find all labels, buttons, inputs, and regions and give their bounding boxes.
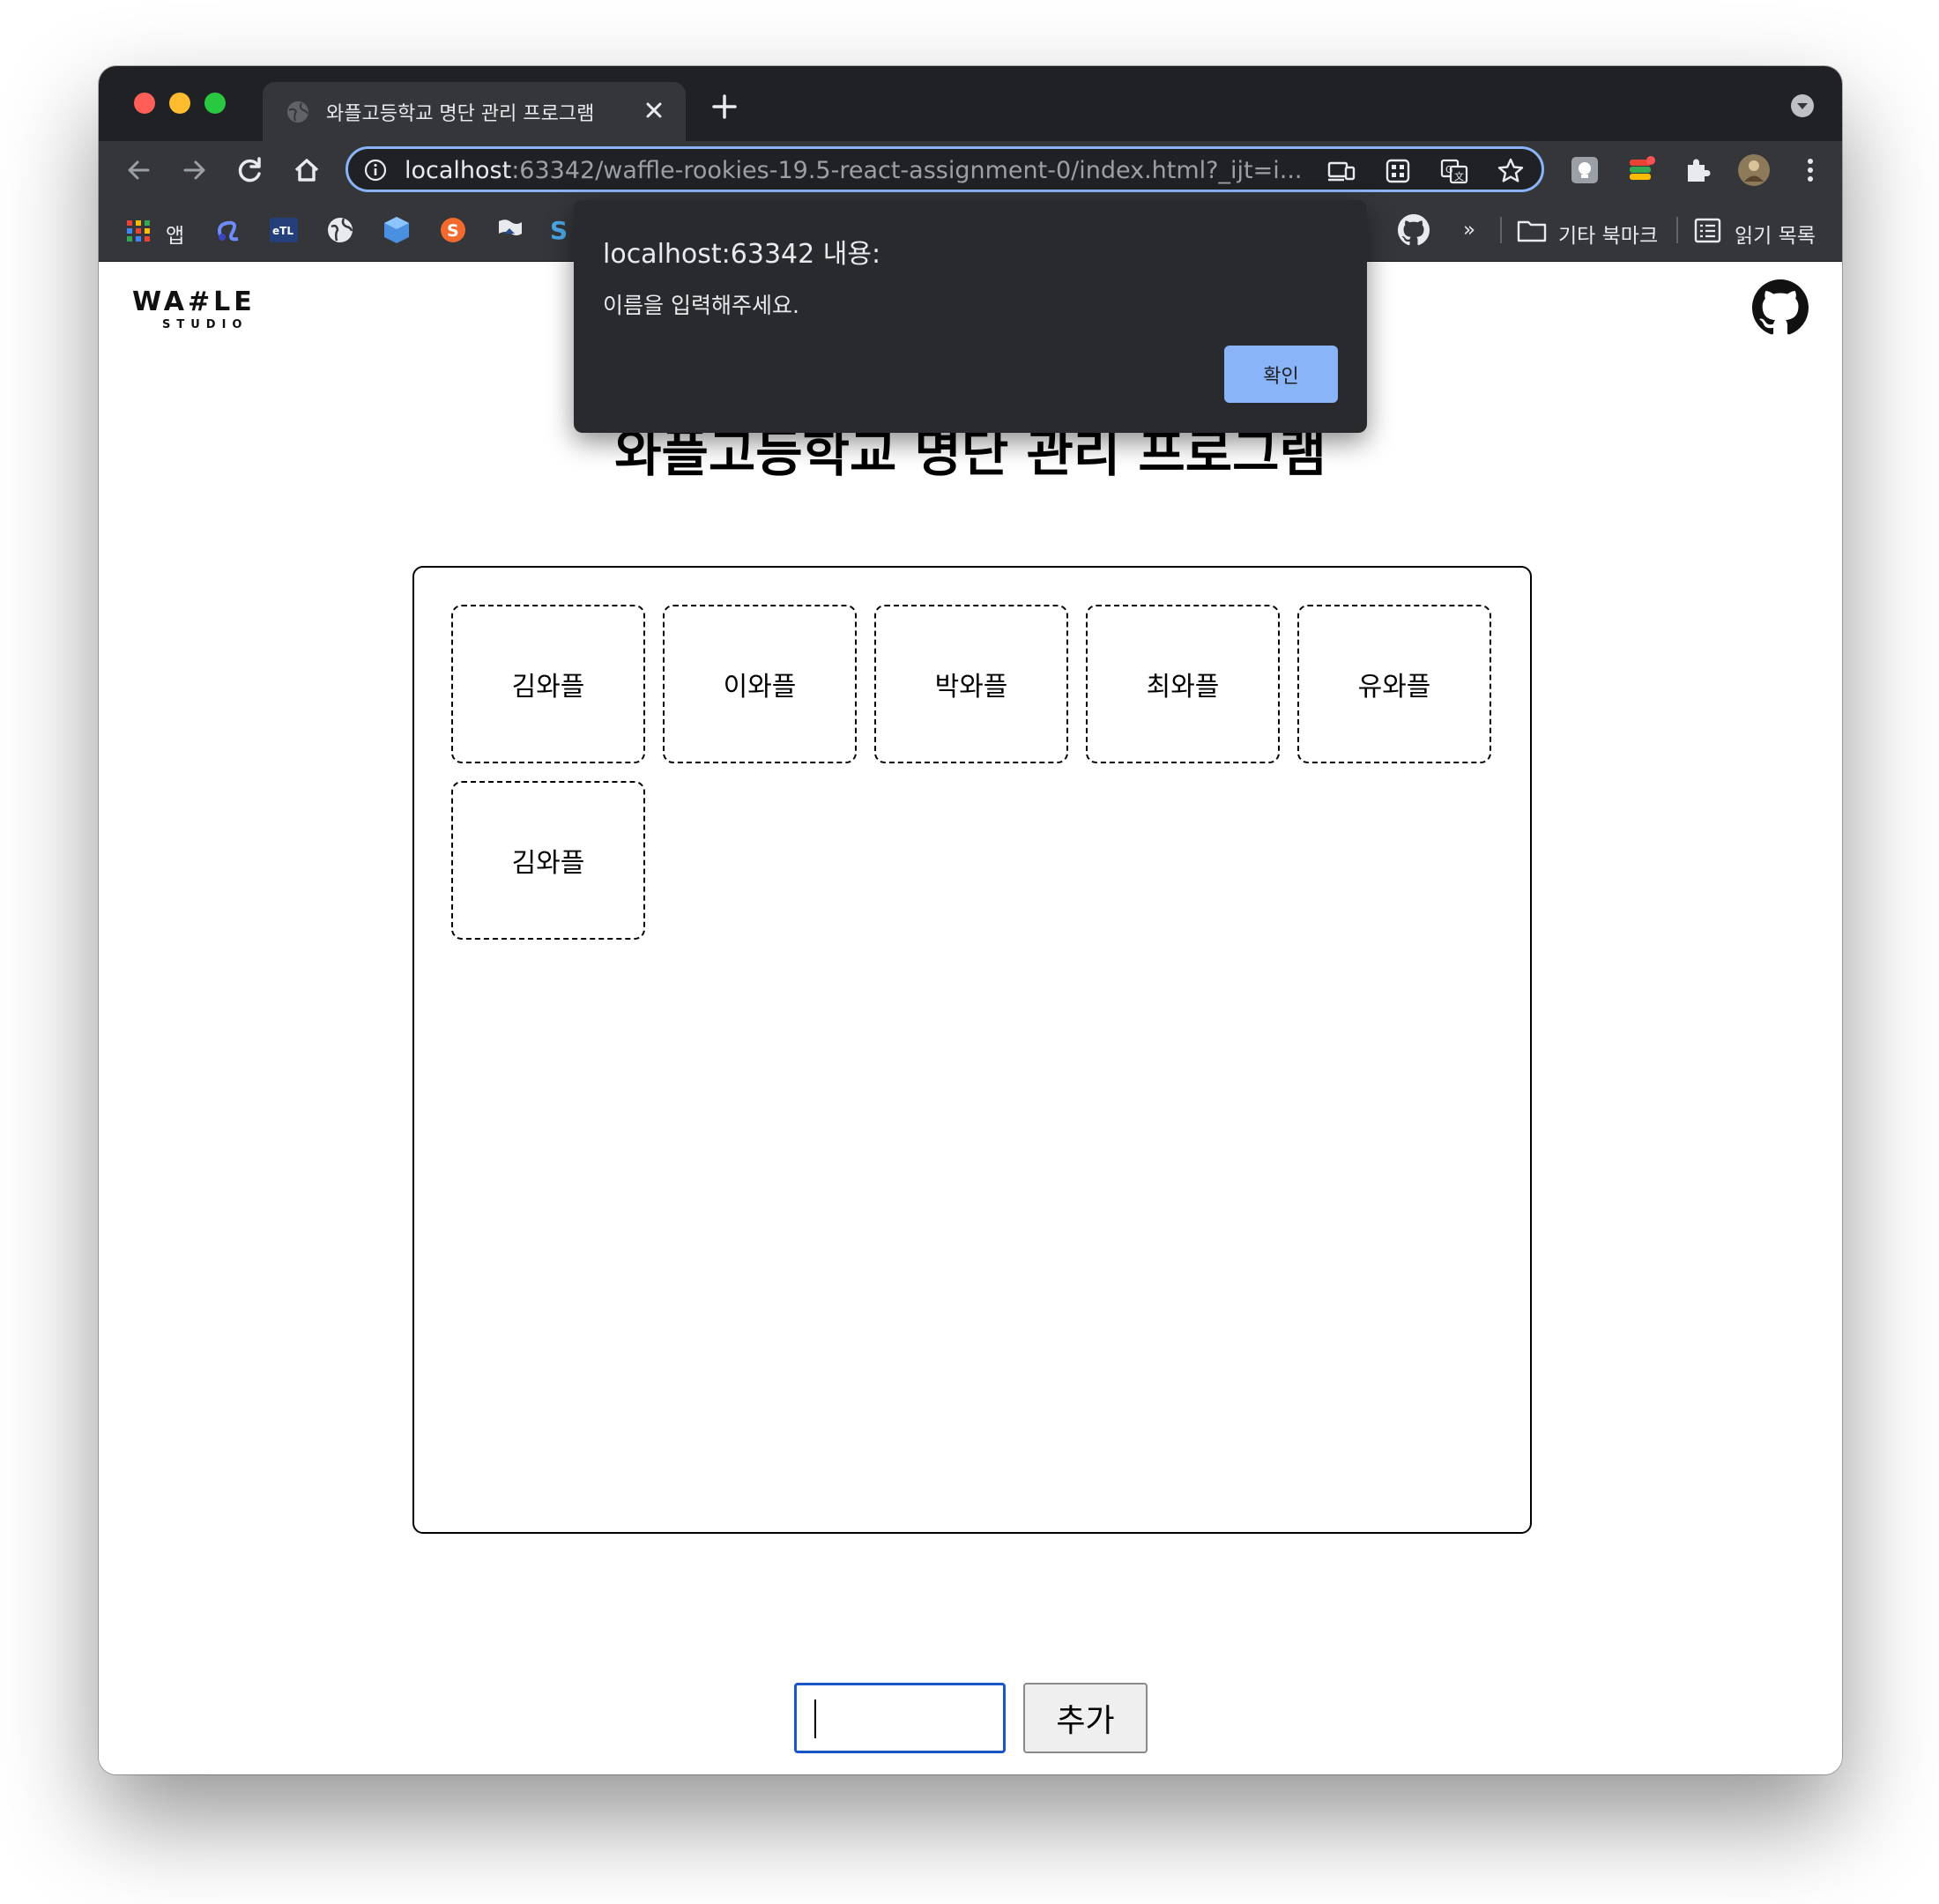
extension-lightbulb-icon[interactable] — [1567, 152, 1602, 188]
bookmark-star-icon[interactable] — [1496, 156, 1526, 186]
reload-icon[interactable] — [233, 152, 268, 188]
logo-text: WA#LE — [132, 286, 256, 317]
github-icon[interactable] — [1752, 279, 1809, 336]
bookmark-globe-icon[interactable] — [324, 214, 356, 246]
logo-subtext: STUDIO — [162, 318, 249, 331]
svg-text:文: 文 — [1454, 170, 1464, 182]
svg-text:eTL: eTL — [272, 225, 293, 237]
student-list: 김와플 이와플 박와플 최와플 유와플 김와플 — [412, 566, 1532, 1534]
apps-grid-icon[interactable] — [125, 214, 152, 246]
bookmark-flag-icon[interactable] — [494, 214, 525, 246]
alert-message: 이름을 입력해주세요. — [603, 293, 799, 318]
folder-icon[interactable] — [1516, 214, 1548, 246]
browser-toolbar: localhost:63342/waffle-rookies-19.5-reac… — [99, 141, 1842, 199]
title-bar: 와플고등학교 명단 관리 프로그램 — [99, 66, 1842, 141]
student-card[interactable]: 이와플 — [663, 605, 857, 763]
close-window-button[interactable] — [134, 93, 155, 114]
tab-search-icon[interactable] — [1789, 93, 1816, 119]
bookmark-etl-icon[interactable]: eTL — [268, 214, 300, 246]
alert-origin: localhost:63342 내용: — [603, 239, 881, 270]
globe-icon — [287, 101, 308, 123]
alert-ok-button[interactable]: 확인 — [1224, 346, 1338, 403]
add-button[interactable]: 추가 — [1023, 1683, 1148, 1753]
name-input[interactable] — [794, 1683, 1006, 1753]
text-caret — [814, 1699, 816, 1738]
bookmarks-overflow-button[interactable]: » — [1463, 219, 1476, 242]
home-icon[interactable] — [289, 152, 324, 188]
reading-list-icon[interactable] — [1692, 214, 1724, 246]
url-path: :63342/waffle-rookies-19.5-react-assignm… — [511, 157, 1303, 184]
new-tab-icon[interactable] — [707, 89, 742, 124]
bookmark-link-icon[interactable] — [213, 214, 245, 246]
translate-icon[interactable]: G 文 — [1439, 156, 1469, 186]
student-card[interactable]: 박와플 — [874, 605, 1068, 763]
site-info-icon[interactable] — [364, 159, 387, 182]
extension-colorful-icon[interactable] — [1623, 152, 1659, 188]
bookmark-apps-label[interactable]: 앱 — [166, 225, 185, 248]
url-host: localhost — [405, 157, 512, 184]
forward-icon[interactable] — [176, 152, 212, 188]
bookmark-s-blue-icon[interactable]: S — [548, 214, 575, 246]
reading-list-label[interactable]: 읽기 목록 — [1735, 225, 1816, 248]
qr-code-icon[interactable] — [1383, 156, 1413, 186]
student-card[interactable]: 김와플 — [451, 605, 645, 763]
menu-kebab-icon[interactable] — [1793, 152, 1828, 188]
browser-window: 와플고등학교 명단 관리 프로그램 — [99, 66, 1842, 1774]
svg-text:G: G — [1445, 164, 1453, 175]
minimize-window-button[interactable] — [169, 93, 190, 114]
bookmark-separator — [1500, 217, 1502, 243]
student-card[interactable]: 김와플 — [451, 781, 645, 940]
student-card[interactable]: 유와플 — [1297, 605, 1491, 763]
alert-dialog: localhost:63342 내용: 이름을 입력해주세요. 확인 — [574, 200, 1367, 433]
tab-title: 와플고등학교 명단 관리 프로그램 — [326, 103, 595, 125]
browser-tab[interactable]: 와플고등학교 명단 관리 프로그램 — [263, 82, 686, 141]
extensions-puzzle-icon[interactable] — [1680, 152, 1715, 188]
student-card[interactable]: 최와플 — [1086, 605, 1280, 763]
zoom-window-button[interactable] — [204, 93, 226, 114]
cast-device-icon[interactable] — [1326, 156, 1356, 186]
svg-text:S: S — [447, 221, 459, 241]
page-title: 와플고등학교 명단 관리 프로그램 — [614, 423, 1326, 483]
url-text: localhost:63342/waffle-rookies-19.5-reac… — [405, 157, 1302, 184]
bookmark-github-icon[interactable] — [1398, 214, 1430, 246]
svg-text:S: S — [550, 216, 568, 245]
waffle-studio-logo[interactable]: WA#LE STUDIO — [132, 279, 264, 332]
web-page: WA#LE STUDIO 와플고등학교 명단 관리 프로그램 김와플 이와플 박… — [99, 262, 1842, 1774]
other-bookmarks-label[interactable]: 기타 북마크 — [1558, 225, 1659, 248]
address-bar[interactable]: localhost:63342/waffle-rookies-19.5-reac… — [345, 146, 1544, 192]
bookmark-separator — [1676, 217, 1678, 243]
bookmark-cube-icon[interactable] — [381, 214, 412, 246]
profile-avatar-icon[interactable] — [1736, 152, 1772, 188]
bookmark-s-icon[interactable]: S — [437, 214, 469, 246]
back-icon[interactable] — [122, 152, 157, 188]
close-tab-icon[interactable] — [640, 96, 668, 124]
